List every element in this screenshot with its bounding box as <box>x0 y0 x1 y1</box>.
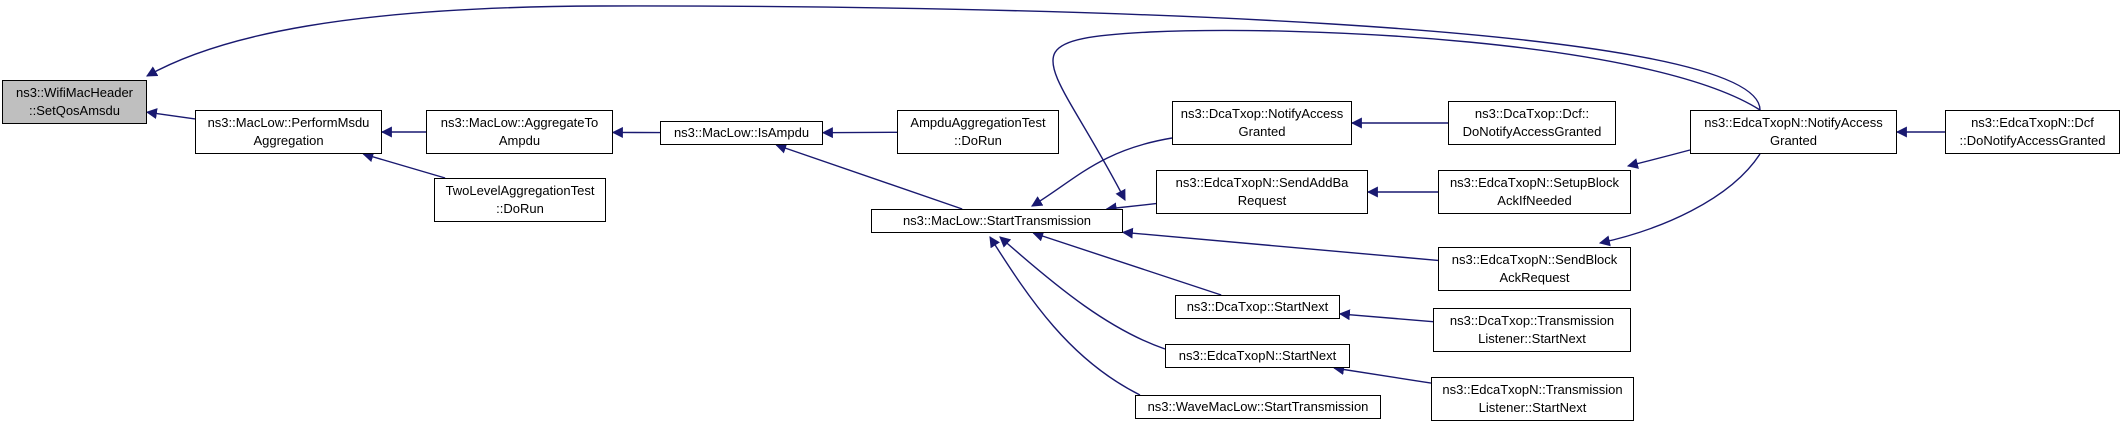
node-label: ns3::EdcaTxopN::NotifyAccess <box>1704 115 1883 130</box>
node-label: ns3::MacLow::StartTransmission <box>902 213 1092 228</box>
edge-edcanotify-to-edcasendblock <box>1598 153 1761 247</box>
node-wavestarttx[interactable]: ns3::WaveMacLow::StartTransmission <box>1135 395 1381 419</box>
node-label: Listener::StartNext <box>1478 331 1586 346</box>
node-ampdutest[interactable]: AmpduAggregationTest::DoRun <box>897 110 1059 154</box>
node-label: ns3::EdcaTxopN::Dcf <box>1971 115 2094 130</box>
node-label: Listener::StartNext <box>1478 400 1587 415</box>
node-label: AckRequest <box>1499 270 1570 285</box>
edge-twolevel-to-perform <box>362 151 446 179</box>
node-label: ns3::DcaTxop::Transmission <box>1449 313 1615 328</box>
node-label: ::DoNotifyAccessGranted <box>1959 133 2106 148</box>
node-label: TwoLevelAggregationTest <box>445 183 595 198</box>
edge-starttx-to-isampdu <box>775 143 963 210</box>
node-label: ns3::MacLow::AggregateTo <box>440 115 599 130</box>
node-edcadcfnotify[interactable]: ns3::EdcaTxopN::Dcf::DoNotifyAccessGrant… <box>1945 110 2120 154</box>
edge-edcanotify-to-starttx <box>1052 29 1761 201</box>
node-isampdu[interactable]: ns3::MacLow::IsAmpdu <box>660 121 823 145</box>
edge-edcatxlistener-to-edcastartnext <box>1333 364 1432 384</box>
edge-edcanotify-to-edcasetupblock <box>1626 149 1691 169</box>
node-label: ns3::EdcaTxopN::Transmission <box>1442 382 1623 397</box>
node-label: ns3::EdcaTxopN::SetupBlock <box>1449 175 1620 190</box>
node-label: AmpduAggregationTest <box>910 115 1046 130</box>
node-label: Granted <box>1238 124 1286 139</box>
edge-dcastartnext-to-starttx <box>1032 230 1222 296</box>
node-label: ns3::EdcaTxopN::StartNext <box>1178 348 1337 363</box>
node-label: Aggregation <box>253 133 324 148</box>
node-label: ns3::EdcaTxopN::SendAddBa <box>1175 175 1349 190</box>
node-label: ns3::WaveMacLow::StartTransmission <box>1147 399 1369 414</box>
node-label: ::DoRun <box>954 133 1002 148</box>
node-dcastartnext[interactable]: ns3::DcaTxop::StartNext <box>1175 295 1340 319</box>
node-label: ns3::DcaTxop::StartNext <box>1186 299 1329 314</box>
node-dcadcfnotify[interactable]: ns3::DcaTxop::Dcf::DoNotifyAccessGranted <box>1448 101 1616 145</box>
edge-wavestarttx-to-starttx <box>989 236 1141 396</box>
node-starttx[interactable]: ns3::MacLow::StartTransmission <box>871 209 1123 233</box>
edge-edcastartnext-to-starttx <box>999 236 1166 350</box>
node-label: ::DoRun <box>496 201 544 216</box>
edge-edcasendaddba-to-starttx <box>1105 202 1157 214</box>
node-label: ns3::DcaTxop::Dcf:: <box>1474 106 1590 121</box>
node-setqos: ns3::WifiMacHeader::SetQosAmsdu <box>2 80 147 124</box>
node-label: Granted <box>1770 133 1817 148</box>
node-twolevel[interactable]: TwoLevelAggregationTest::DoRun <box>434 178 606 222</box>
edge-edcasendblock-to-starttx <box>1121 227 1439 262</box>
node-label: ns3::DcaTxop::NotifyAccess <box>1180 106 1344 121</box>
node-label: ::SetQosAmsdu <box>28 103 121 118</box>
node-label: ns3::MacLow::IsAmpdu <box>673 125 810 140</box>
node-label: AckIfNeeded <box>1497 193 1572 208</box>
node-label: DoNotifyAccessGranted <box>1462 124 1602 139</box>
node-label: Ampdu <box>498 133 541 148</box>
node-edcastartnext[interactable]: ns3::EdcaTxopN::StartNext <box>1165 344 1350 368</box>
edge-dcatxlistener-to-dcastartnext <box>1338 309 1434 323</box>
edge-dcanotify-to-starttx <box>1031 137 1173 207</box>
node-label: ns3::EdcaTxopN::SendBlock <box>1451 252 1618 267</box>
node-label: Request <box>1237 193 1287 208</box>
node-label: ns3::MacLow::PerformMsdu <box>207 115 370 130</box>
edge-edcanotify-to-setqos <box>146 5 1761 111</box>
node-label: ns3::WifiMacHeader <box>15 85 134 100</box>
edge-perform-to-setqos <box>145 108 196 120</box>
